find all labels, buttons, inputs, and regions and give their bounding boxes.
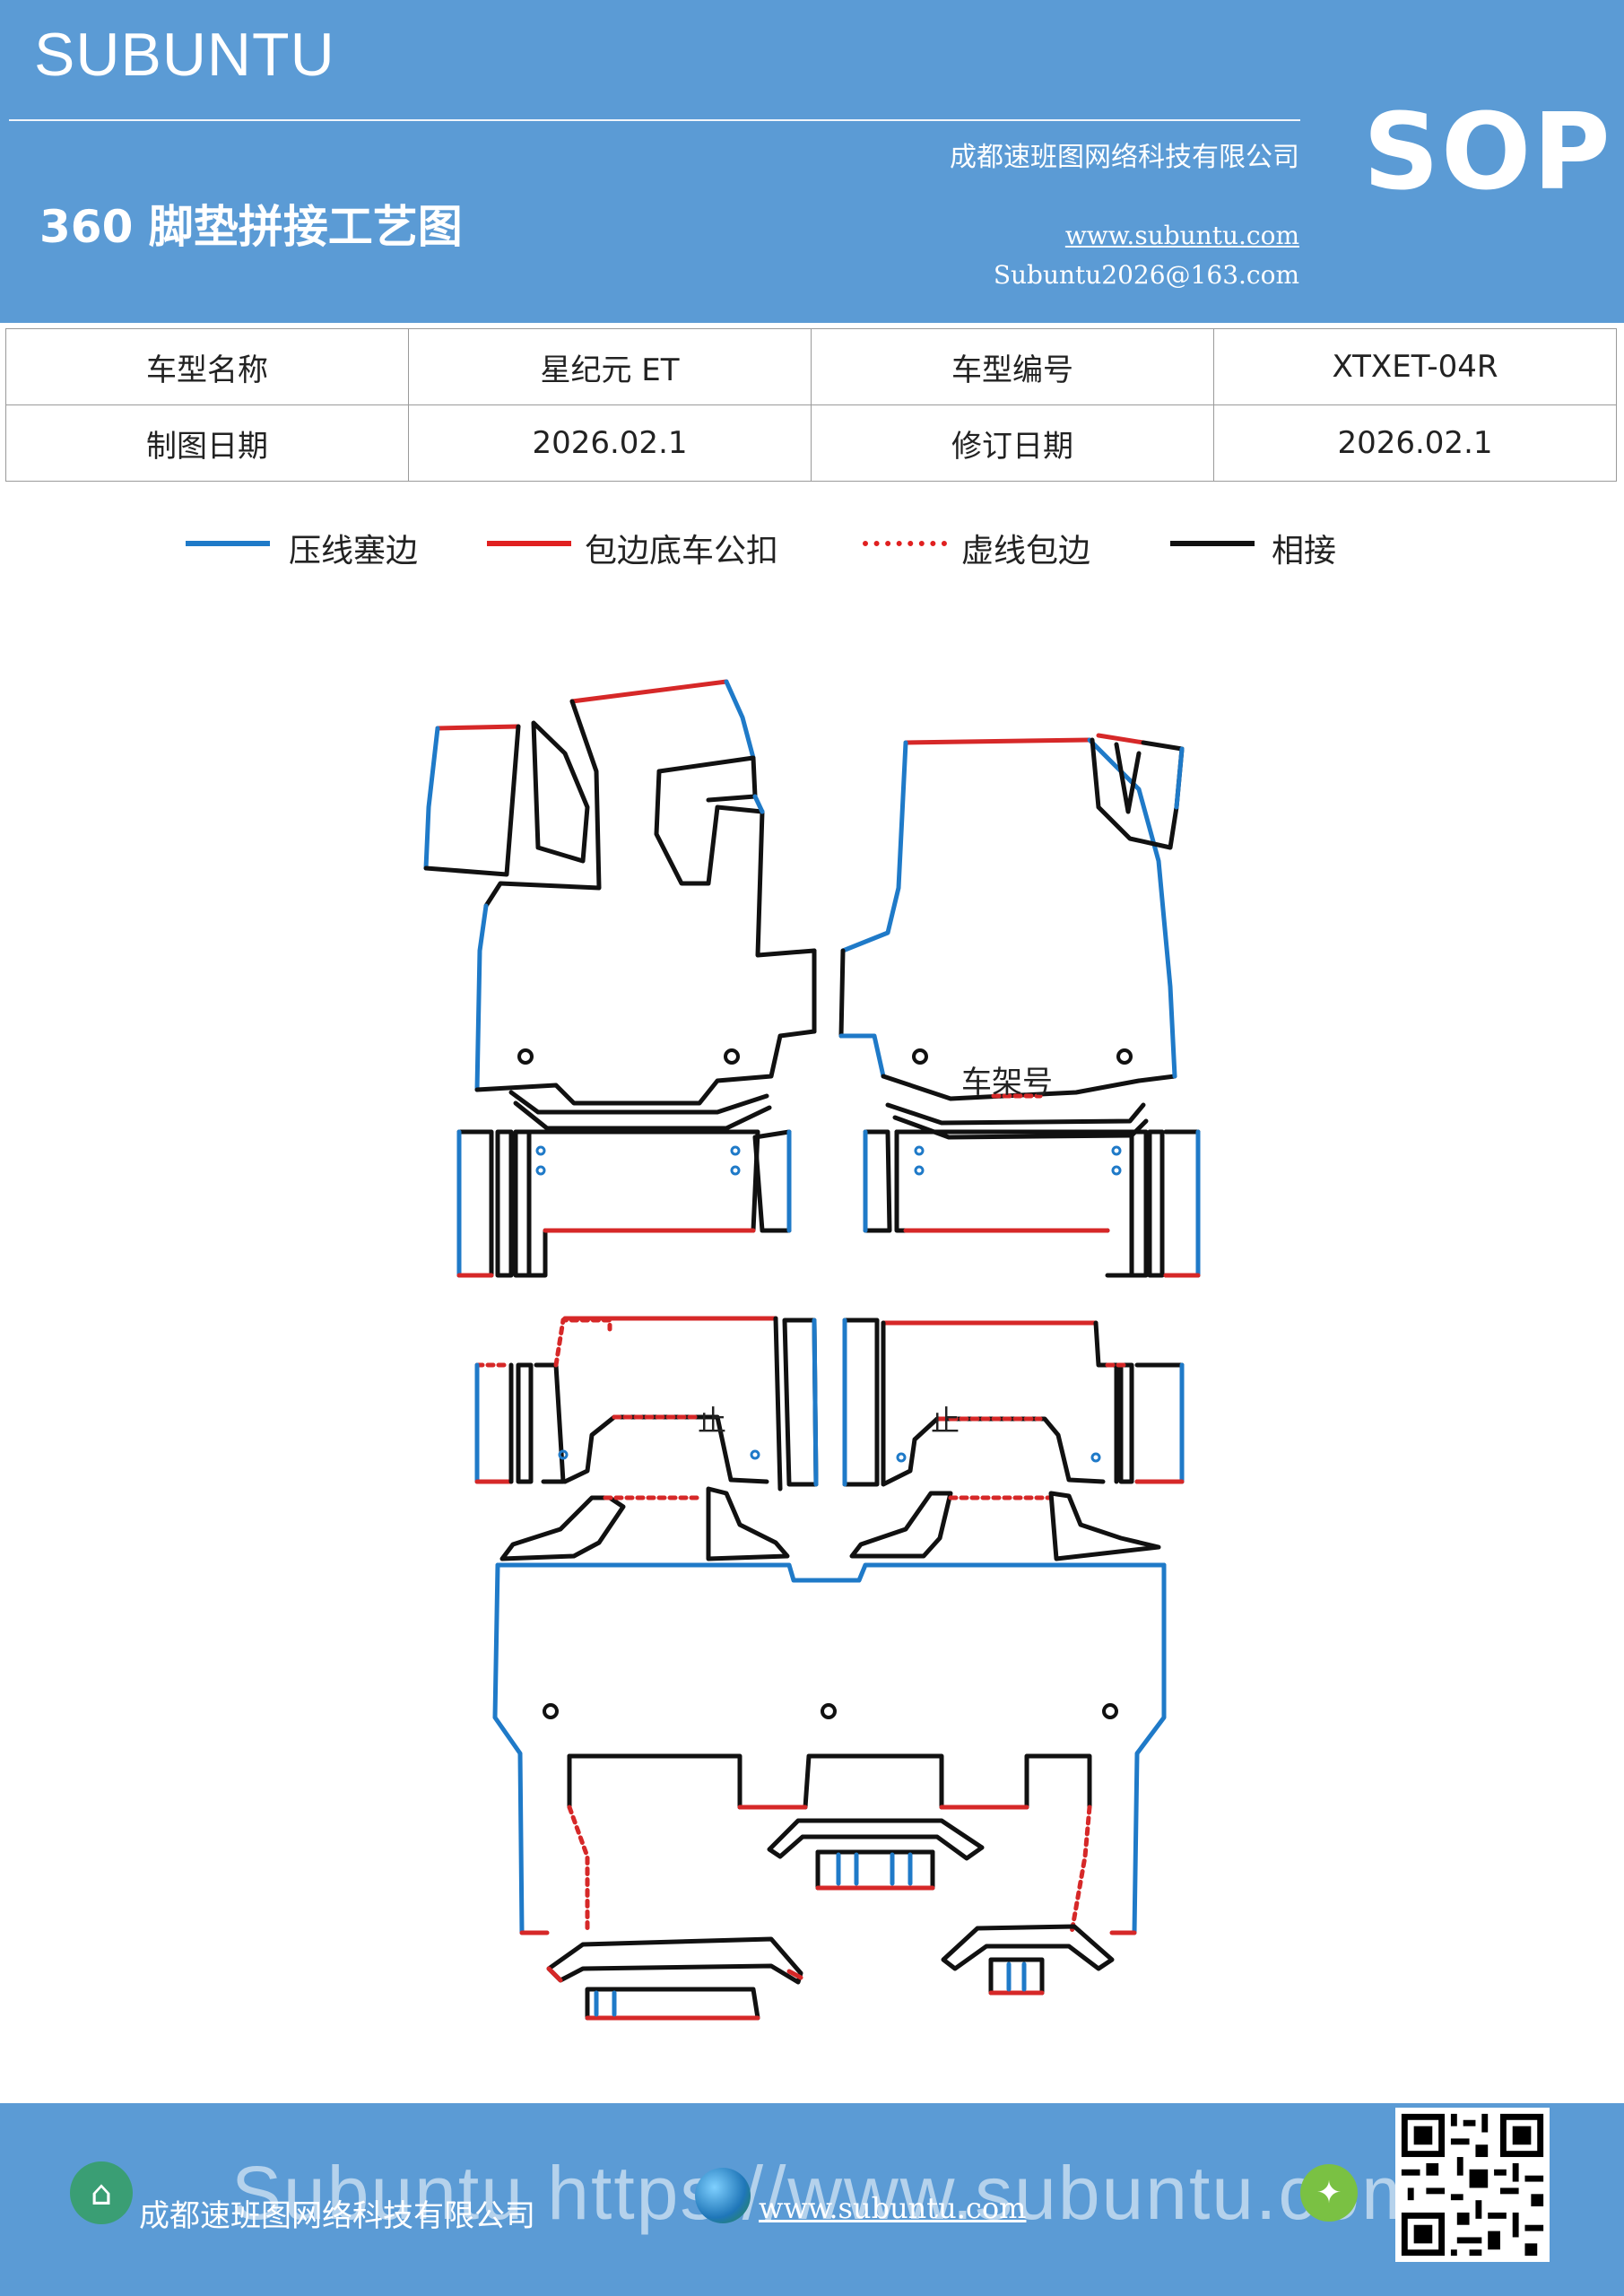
label-model-code: 车型编号 bbox=[811, 328, 1214, 405]
header-divider bbox=[9, 119, 1300, 121]
email-address[interactable]: Subuntu2026@163.com bbox=[993, 260, 1299, 290]
vehicle-info-table: 车型名称 星纪元 ET 车型编号 XTXET-04R 制图日期 2026.02.… bbox=[5, 328, 1617, 482]
label-draw-date: 制图日期 bbox=[5, 404, 409, 482]
value-model-code: XTXET-04R bbox=[1213, 328, 1617, 405]
footer-banner: ⌂ 成都速班图网络科技有限公司 Subuntu https://www.subu… bbox=[0, 2103, 1624, 2296]
legend-label: 包边底车公扣 bbox=[585, 533, 779, 570]
footer-url-overlay: Subuntu https://www.subuntu.com bbox=[231, 2151, 1427, 2235]
company-name: 成都速班图网络科技有限公司 bbox=[950, 142, 1299, 173]
company-building-icon: ⌂ bbox=[70, 2161, 133, 2224]
website-link[interactable]: www.subuntu.com bbox=[1064, 221, 1299, 250]
document-title: 360 脚垫拼接工艺图 bbox=[39, 201, 463, 253]
qr-code-image[interactable] bbox=[1395, 2108, 1550, 2262]
floor-mat-diagram: 车架号 止 bbox=[423, 679, 1201, 2021]
stop-mark-left: 止 bbox=[698, 1404, 726, 1438]
legend-label: 压线塞边 bbox=[289, 533, 419, 570]
footer-website-link[interactable]: www.subuntu.com bbox=[759, 2191, 1027, 2225]
legend-swatch-red-dotted bbox=[863, 541, 947, 546]
legend-swatch-blue bbox=[186, 541, 270, 546]
value-model-name: 星纪元 ET bbox=[408, 328, 812, 405]
legend-swatch-black bbox=[1170, 541, 1255, 546]
brand-logo-text: SUBUNTU bbox=[34, 21, 335, 89]
stop-mark-right: 止 bbox=[931, 1404, 960, 1438]
sop-badge: SOP bbox=[1363, 90, 1612, 213]
table-row: 车型名称 星纪元 ET 车型编号 XTXET-04R bbox=[5, 328, 1617, 405]
globe-icon bbox=[695, 2168, 751, 2223]
legend-swatch-red bbox=[487, 541, 571, 546]
value-draw-date: 2026.02.1 bbox=[408, 404, 812, 482]
footer-company-name: 成都速班图网络科技有限公司 bbox=[139, 2198, 535, 2234]
label-revise-date: 修订日期 bbox=[811, 404, 1214, 482]
value-revise-date: 2026.02.1 bbox=[1213, 404, 1617, 482]
label-model-name: 车型名称 bbox=[5, 328, 409, 405]
header-banner: SUBUNTU 360 脚垫拼接工艺图 成都速班图网络科技有限公司 www.su… bbox=[0, 0, 1624, 323]
wechat-icon: ✦ bbox=[1300, 2164, 1358, 2222]
table-row: 制图日期 2026.02.1 修订日期 2026.02.1 bbox=[5, 404, 1617, 482]
edge-legend: 压线塞边 包边底车公扣 虚线包边 相接 bbox=[0, 525, 1624, 578]
frame-number-label: 车架号 bbox=[961, 1065, 1053, 1100]
legend-label: 相接 bbox=[1272, 533, 1337, 570]
legend-label: 虚线包边 bbox=[961, 533, 1091, 570]
